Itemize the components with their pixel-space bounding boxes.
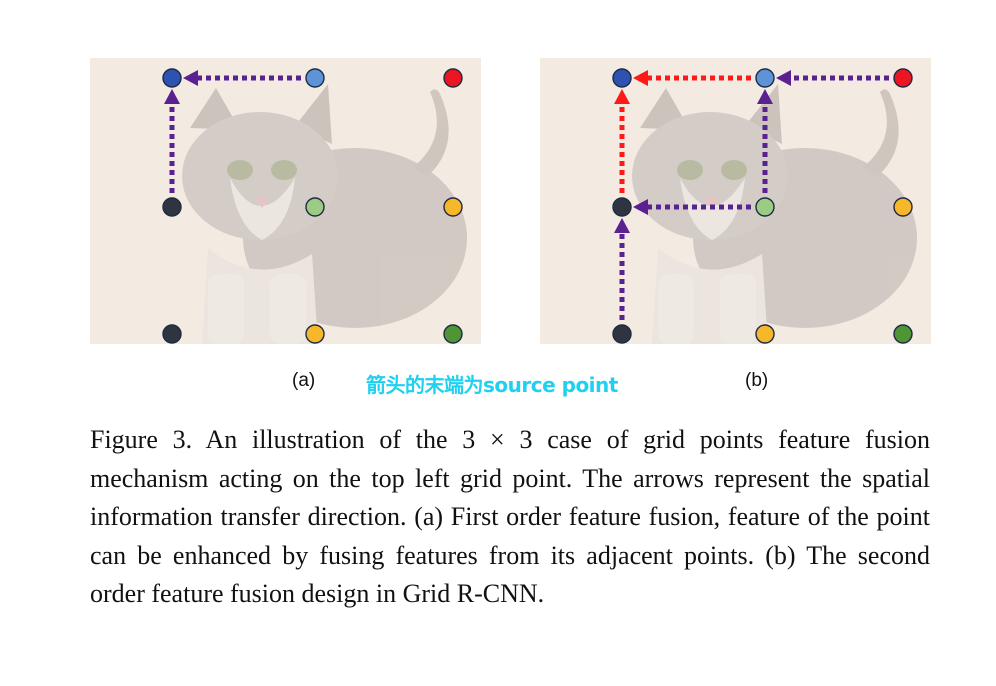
arrow-head-icon [183, 70, 198, 86]
grid-point [612, 68, 632, 88]
cat-photo-faded [612, 68, 917, 344]
grid-point [893, 68, 913, 88]
grid-point [162, 68, 182, 88]
grid-point [443, 197, 463, 217]
figure-caption: Figure 3. An illustration of the 3 × 3 c… [90, 425, 930, 608]
arrow-head-icon [633, 199, 648, 215]
arrow-head-icon [633, 70, 648, 86]
grid-point [162, 197, 182, 217]
grid-point [162, 324, 182, 344]
arrow-head-icon [614, 218, 630, 233]
grid-point [443, 324, 463, 344]
arrow-head-icon [757, 89, 773, 104]
cat-photo-faded [162, 68, 467, 344]
grid-point [755, 197, 775, 217]
grid-point [893, 324, 913, 344]
grid-point [612, 197, 632, 217]
grid-point [305, 68, 325, 88]
grid-point [305, 197, 325, 217]
grid-point [755, 324, 775, 344]
panel-a-label: (a) [292, 370, 316, 391]
arrow-head-icon [776, 70, 791, 86]
grid-point [893, 197, 913, 217]
annotation-source-point: 箭头的末端为source point [366, 373, 618, 397]
figure-panel-a [90, 58, 481, 344]
grid-point [443, 68, 463, 88]
grid-point [755, 68, 775, 88]
grid-point [612, 324, 632, 344]
arrow-head-icon [614, 89, 630, 104]
panel-b-label: (b) [745, 370, 769, 391]
grid-point [305, 324, 325, 344]
arrow-head-icon [164, 89, 180, 104]
figure-panel-b [540, 58, 931, 344]
